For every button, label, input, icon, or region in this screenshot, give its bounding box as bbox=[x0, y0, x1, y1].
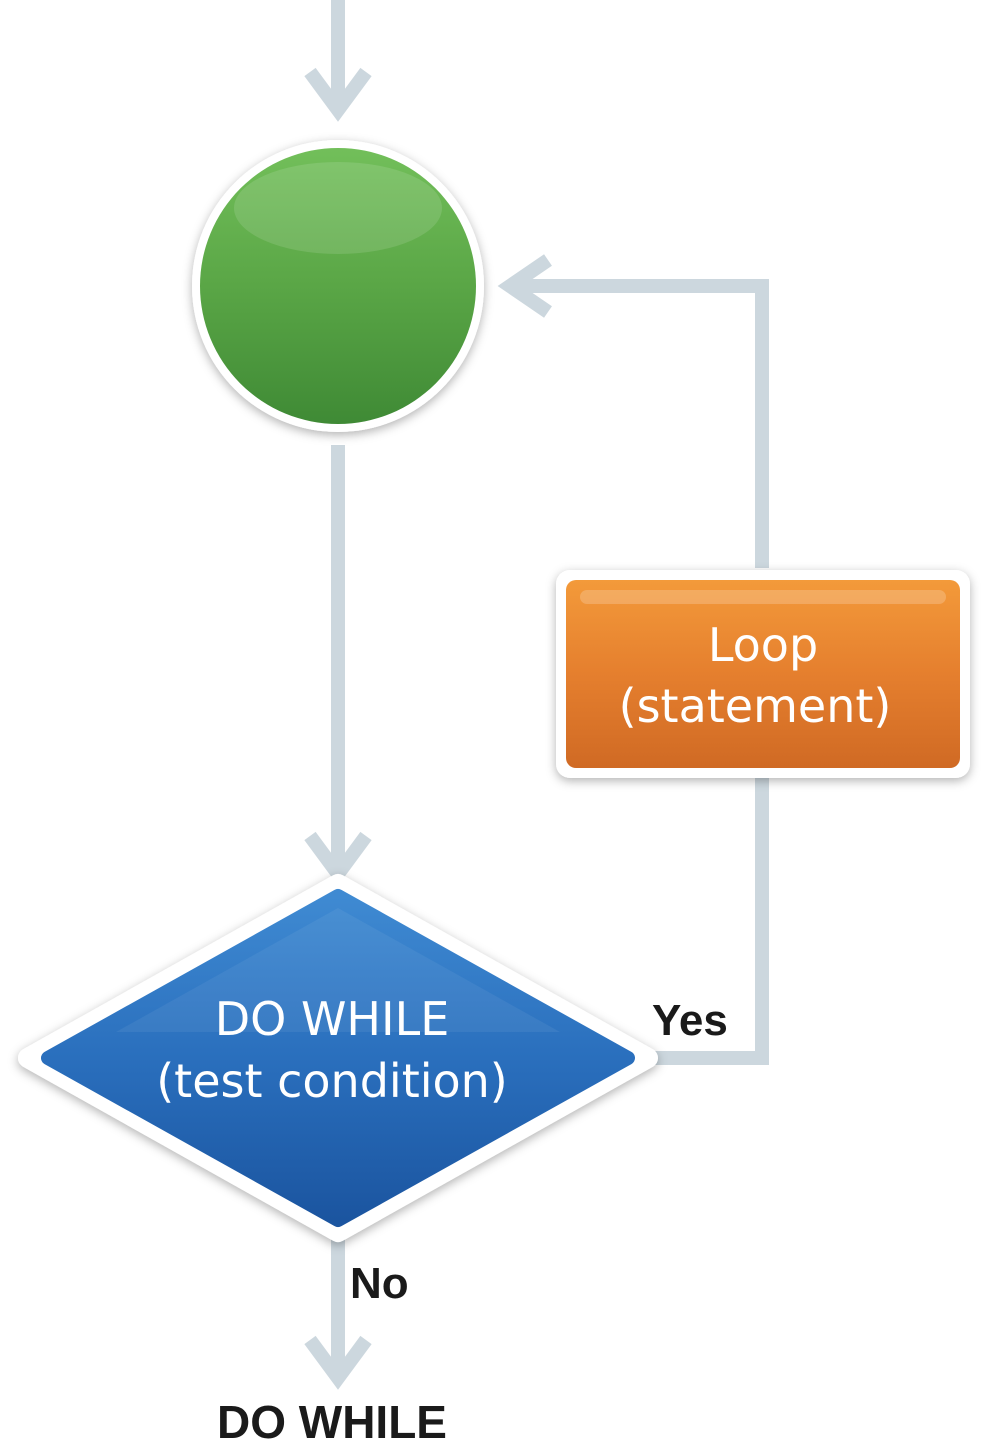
decision-line2: (test condition) bbox=[156, 1054, 508, 1108]
start-node bbox=[192, 140, 484, 432]
decision-node: DO WHILE (test condition) bbox=[18, 874, 658, 1242]
arrow-left-icon bbox=[497, 254, 552, 318]
connector-loop-to-start bbox=[512, 279, 769, 568]
yes-label: Yes bbox=[652, 996, 728, 1045]
arrow-down-icon bbox=[304, 67, 372, 122]
connectors bbox=[331, 0, 769, 1375]
no-label: No bbox=[350, 1259, 409, 1308]
arrow-down-icon bbox=[304, 1335, 372, 1390]
connector-yes-to-loop bbox=[640, 778, 769, 1065]
loop-statement-box: Loop (statement) bbox=[556, 570, 970, 778]
diagram-caption: DO WHILE bbox=[217, 1396, 447, 1448]
loop-box-line2: (statement) bbox=[619, 679, 892, 733]
decision-line1: DO WHILE bbox=[215, 992, 450, 1046]
loop-box-line1: Loop bbox=[708, 618, 818, 672]
